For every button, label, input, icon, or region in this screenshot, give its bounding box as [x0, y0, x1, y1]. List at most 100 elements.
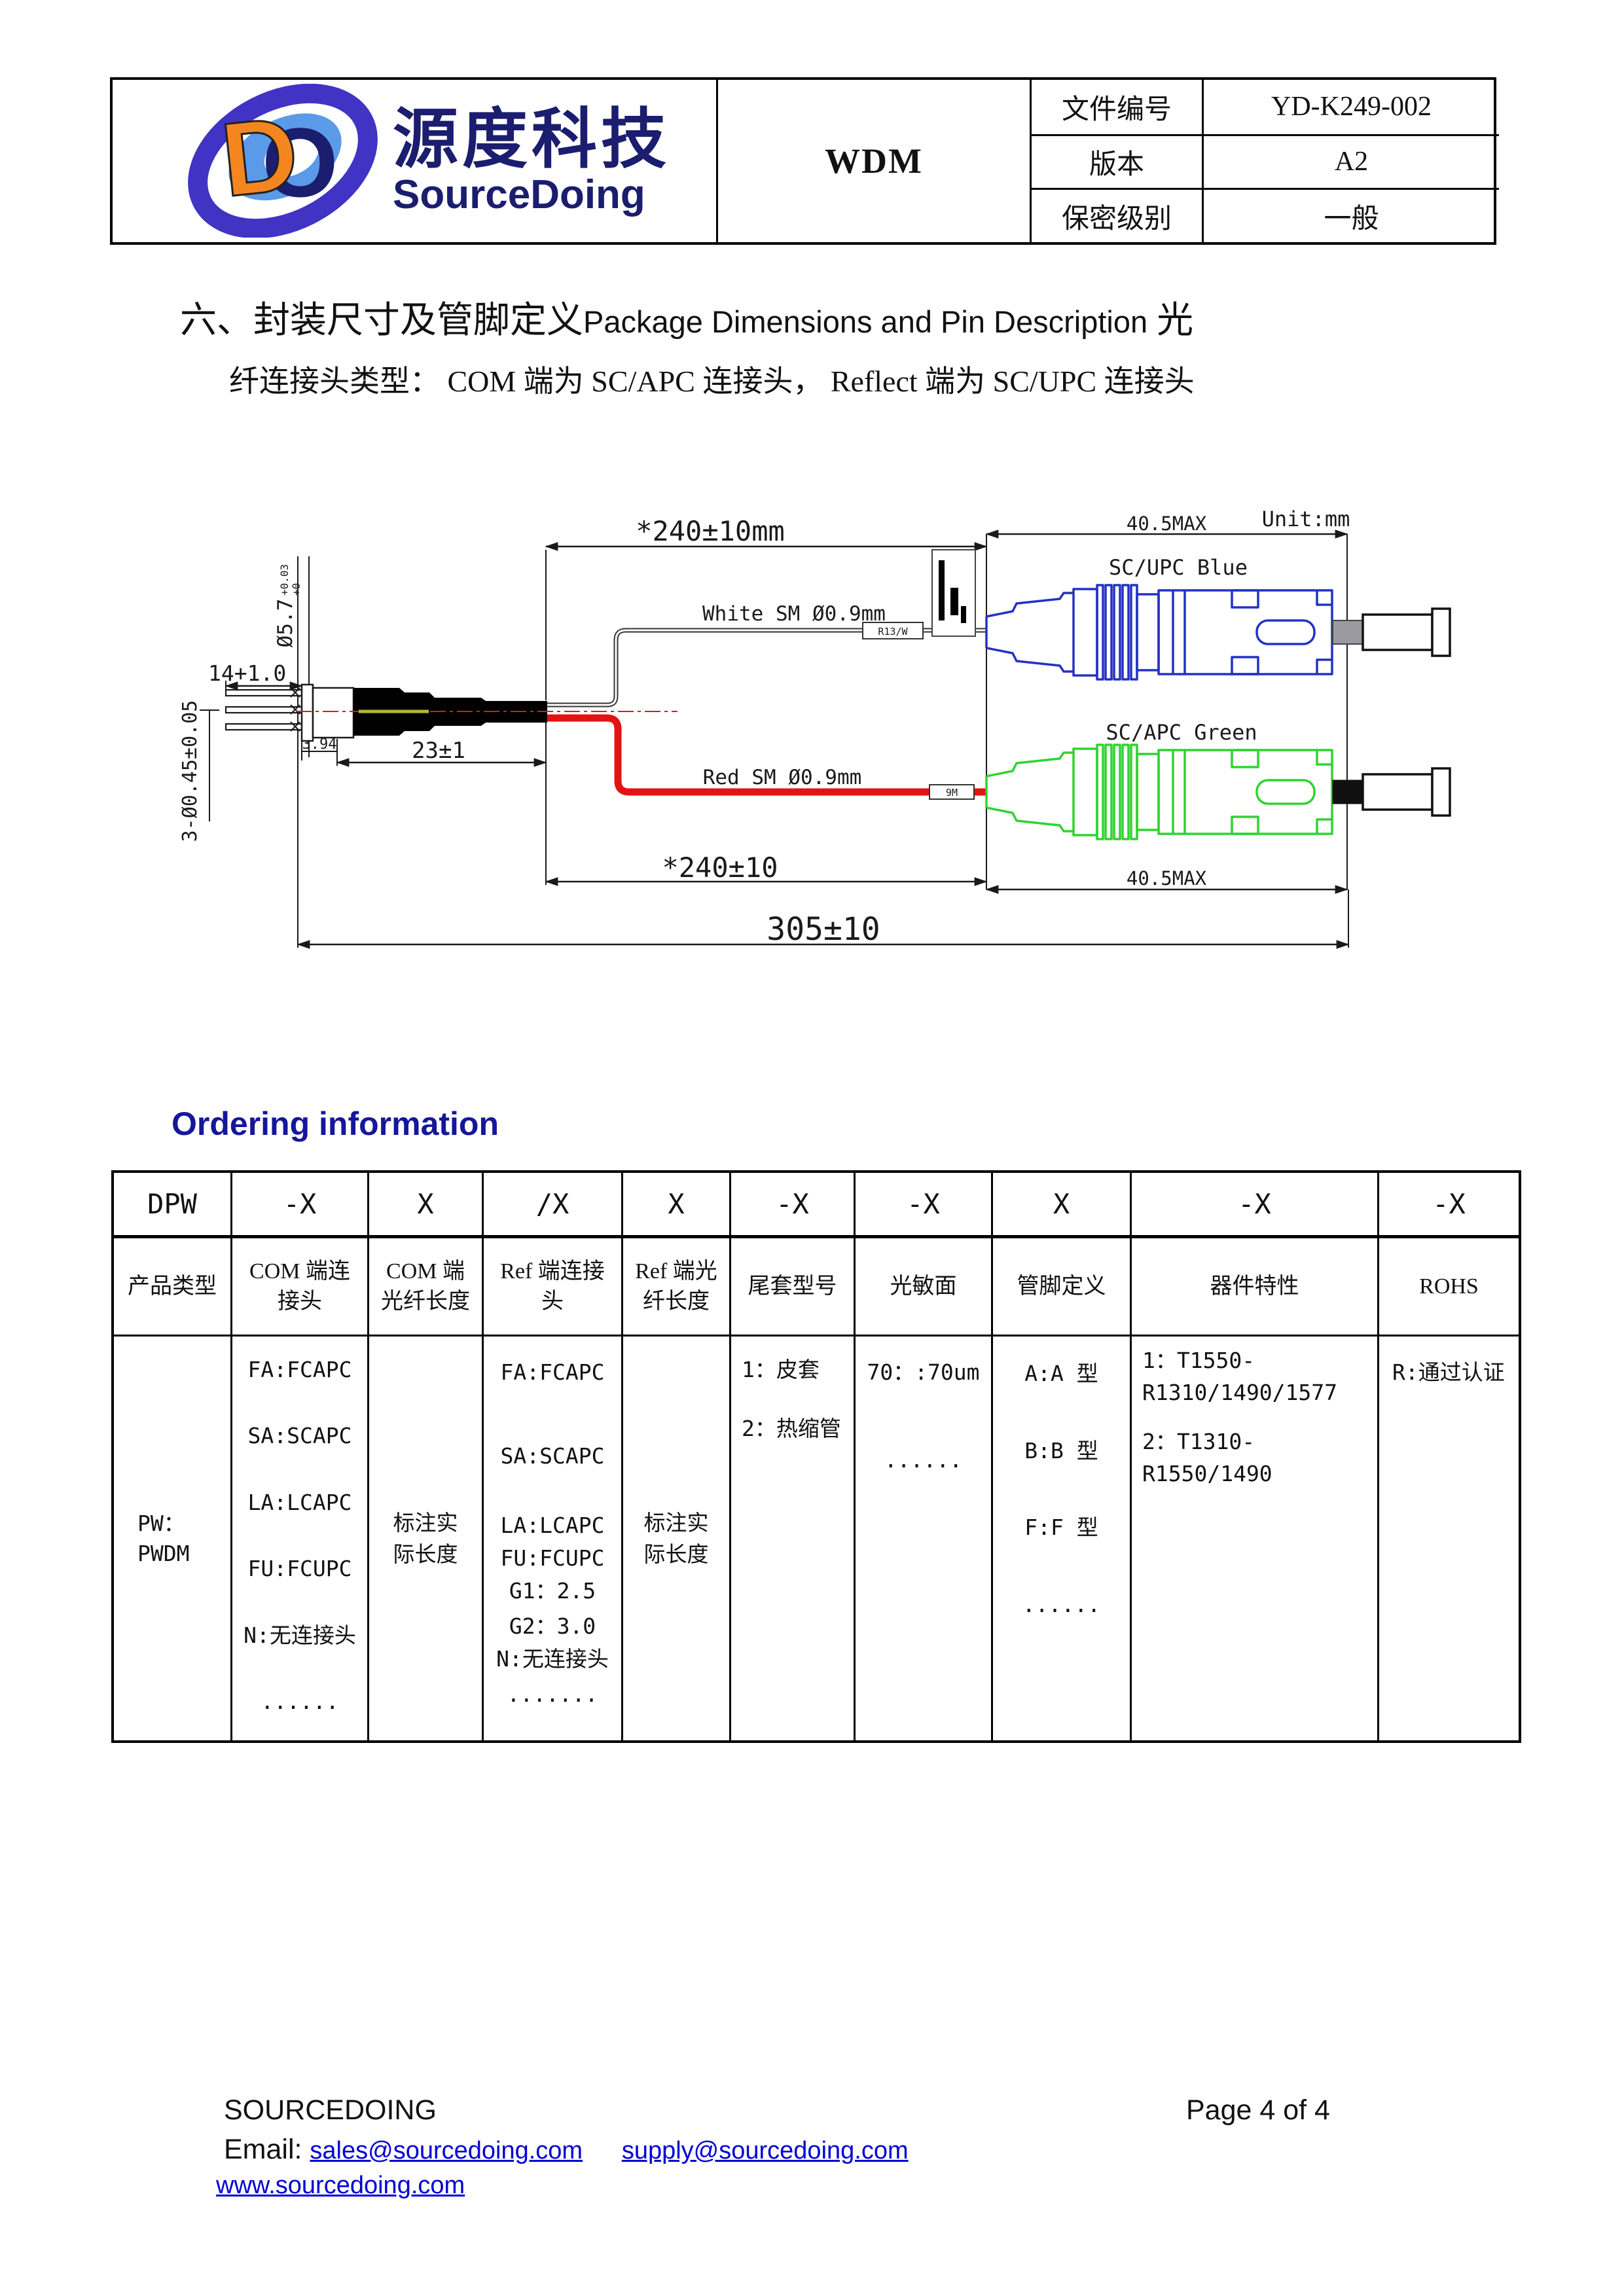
header-cell: 光敏面: [854, 1235, 991, 1335]
logo-chinese-name: 源度科技: [393, 102, 670, 176]
dim-can-diameter: Ø5.7 +0.03 +0: [274, 564, 302, 648]
email-link-sales[interactable]: sales@sourcedoing.com: [310, 2137, 583, 2164]
red-fiber-label: Red SM Ø0.9mm: [703, 766, 862, 789]
logo-english-name: SourceDoing: [393, 171, 645, 217]
list-item: ......: [884, 1447, 963, 1473]
section-title: 六、封装尺寸及管脚定义Package Dimensions and Pin De…: [180, 291, 1193, 344]
white-fiber: R13/W: [547, 622, 986, 708]
list-item: PW：: [137, 1510, 185, 1536]
svg-text:Ø5.7: Ø5.7: [274, 599, 297, 648]
company-logo: O D 源度科技 SourceDoing: [113, 80, 716, 242]
to-can-device: [225, 683, 547, 742]
code-cell: -X: [729, 1173, 854, 1235]
svg-text:+0: +0: [290, 583, 302, 596]
code-cell: -X: [230, 1173, 367, 1235]
pins: [225, 689, 303, 731]
logo-letter-d: D: [216, 94, 304, 219]
email-label: Email:: [224, 2134, 302, 2165]
product-title: WDM: [716, 80, 1030, 242]
list-item: 2：T1310-R1550/1490: [1142, 1429, 1272, 1486]
cable-tag: [931, 549, 976, 637]
body-cell-rohs: R:通过认证: [1377, 1335, 1519, 1740]
dimension-lines: [225, 529, 1350, 949]
dim-connector-top: 40.5MAX: [1127, 512, 1207, 535]
ferrule-green: [1332, 780, 1363, 804]
dim-total-length: 305±10: [767, 911, 880, 948]
section-title-tail: 光: [1147, 300, 1194, 341]
list-item: G1：2.5: [509, 1578, 596, 1604]
extension-lines: [200, 534, 1349, 948]
dim-fiber-bottom: *240±10: [662, 852, 778, 884]
can-body: [312, 687, 355, 739]
list-item: SA:SCAPC: [500, 1443, 605, 1469]
blue-connector-label: SC/UPC Blue: [1109, 555, 1248, 580]
ferrule-blue: [1332, 620, 1363, 645]
green-connector-label: SC/APC Green: [1106, 720, 1257, 745]
section-subtitle: 纤连接头类型： COM 端为 SC/APC 连接头， Reflect 端为 SC…: [229, 365, 1195, 398]
list-item: 70：:70um: [867, 1359, 980, 1385]
code-cell: X: [367, 1173, 482, 1235]
header-cell: COM 端连接头: [230, 1235, 367, 1335]
header-cell: ROHS: [1377, 1235, 1519, 1335]
list-item: G2：3.0: [509, 1613, 596, 1639]
list-item: .......: [507, 1681, 598, 1707]
email-link-supply[interactable]: supply@sourcedoing.com: [621, 2137, 909, 2164]
list-item: FA:FCAPC: [500, 1359, 605, 1385]
code-cell: X: [621, 1173, 729, 1235]
list-item: R:通过认证: [1392, 1359, 1505, 1385]
list-item: FU:FCUPC: [247, 1556, 352, 1582]
footer-company: SOURCEDOING: [224, 2094, 437, 2126]
header-cell: 器件特性: [1130, 1235, 1377, 1335]
can-flange: [300, 683, 314, 742]
document-header: O D 源度科技 SourceDoing WDM 文件编号 YD-K249-00…: [110, 77, 1499, 245]
header-cell: 管脚定义: [991, 1235, 1130, 1335]
list-item: LA:LCAPC: [500, 1513, 605, 1538]
white-fiber-label: White SM Ø0.9mm: [702, 602, 886, 626]
section-title-zh: 六、封装尺寸及管脚定义: [180, 300, 583, 341]
ordering-table: DPW -X X /X X -X -X X -X -X 产品类型 COM 端连接…: [111, 1170, 1521, 1743]
header-cell: 产品类型: [114, 1235, 230, 1335]
body-cell-device-features: 1：T1550-R1310/1490/1577 2：T1310-R1550/149…: [1130, 1335, 1377, 1740]
sc-connector-green: [985, 744, 1451, 840]
field-value-confidentiality: 一般: [1202, 188, 1499, 242]
dim-pin-length: 14+1.0: [208, 660, 286, 686]
code-cell: /X: [482, 1173, 621, 1235]
code-cell: -X: [854, 1173, 991, 1235]
list-item: B:B 型: [1024, 1437, 1098, 1463]
red-fiber: 9M: [547, 714, 986, 800]
pin-break-marks: [290, 687, 300, 732]
list-item: N:无连接头: [496, 1646, 609, 1672]
list-item: 1：T1550-R1310/1490/1577: [1142, 1348, 1338, 1405]
section-title-en: Package Dimensions and Pin Description: [583, 304, 1148, 339]
code-cell: DPW: [147, 1188, 197, 1220]
body-cell-com-fiber-length: 标注实际长度: [367, 1335, 482, 1740]
white-cable-marker-text: R13/W: [878, 626, 908, 637]
header-cell: 尾套型号: [729, 1235, 854, 1335]
list-item: FA:FCAPC: [247, 1357, 352, 1382]
dust-cap: [1362, 767, 1451, 817]
body-cell-product-type: PW： PWDM: [114, 1335, 230, 1740]
header-cell: COM 端光纤长度: [367, 1235, 482, 1335]
header-cell: Ref 端光纤长度: [621, 1235, 729, 1335]
header-cell: Ref 端连接头: [482, 1235, 621, 1335]
body-cell-ref-fiber-length: 标注实际长度: [621, 1335, 729, 1740]
dust-cap: [1362, 607, 1451, 657]
list-item: LA:LCAPC: [247, 1489, 352, 1515]
footer-email-row: Email: sales@sourcedoing.com supply@sour…: [224, 2134, 909, 2166]
list-item: FU:FCUPC: [500, 1545, 605, 1571]
list-item: 1：皮套: [742, 1357, 820, 1382]
list-item: PWDM: [137, 1540, 190, 1566]
logo-mark: O D: [188, 84, 378, 238]
sc-connector-blue: [985, 584, 1451, 681]
field-value-version: A2: [1202, 134, 1499, 188]
website-link[interactable]: www.sourcedoing.com: [216, 2172, 465, 2199]
footer-website-row: www.sourcedoing.com: [216, 2172, 465, 2200]
field-label-confidentiality: 保密级别: [1030, 188, 1202, 242]
code-cell: X: [991, 1173, 1130, 1235]
list-item: SA:SCAPC: [247, 1423, 352, 1449]
list-item: ......: [1022, 1591, 1101, 1617]
